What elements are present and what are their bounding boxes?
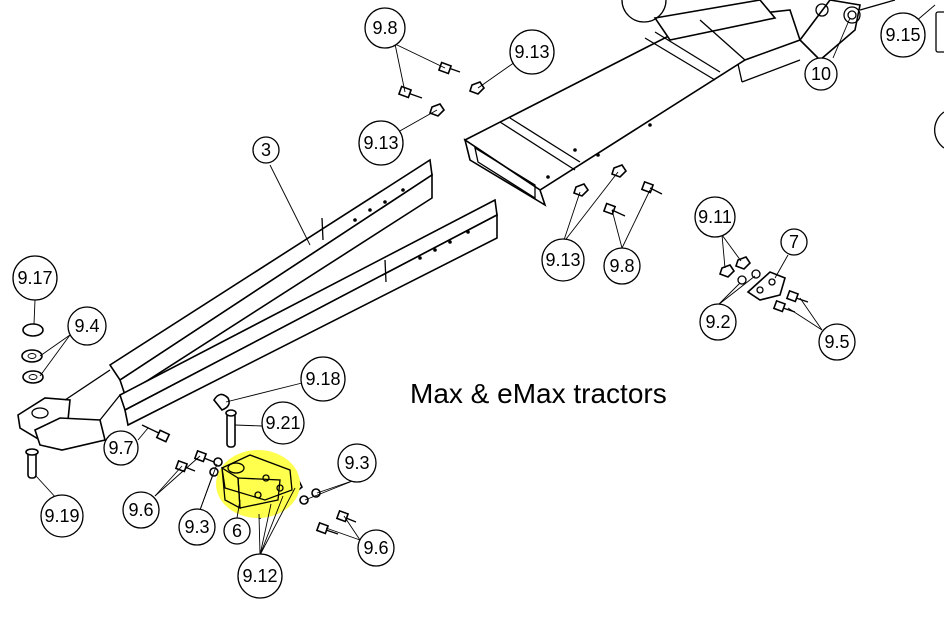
callout-circle [223,517,251,545]
callout-label: 9.5 [824,332,849,352]
callout-label: 9.6 [363,538,388,558]
callout-9-2[interactable]: 9.2 [699,303,737,341]
callout-balloons: 9.8 9.13 9.13 10 9.15 3 9.11 7 9.13 9.8 9.17 9.4 9.2… [12,7,926,599]
callout-circle [357,529,395,567]
callout-label: 9.2 [705,312,730,332]
callout-label: 9.21 [265,413,300,433]
callout-label: 9.19 [44,506,79,526]
callout-label: 9.17 [17,268,52,288]
callout-circle [178,508,216,546]
callout-circle [237,553,283,599]
callout-label: 6 [232,521,242,541]
hardware-left [21,323,44,479]
callout-9-8-low[interactable]: 9.8 [603,247,641,285]
callout-circle [67,306,107,346]
callout-circle [804,57,838,91]
callout-7[interactable]: 7 [780,228,808,256]
drawbar-arm [17,158,498,451]
callout-label: 9.13 [363,133,398,153]
callout-circle [122,491,160,529]
diagram-title: Max & eMax tractors [410,378,667,409]
callout-circle [252,136,280,164]
callout-9-13-mid[interactable]: 9.13 [358,120,404,166]
callout-circle [300,356,346,402]
callout-9-3-right[interactable]: 9.3 [337,443,377,483]
callout-9-8-top[interactable]: 9.8 [364,7,406,49]
callout-9-4[interactable]: 9.4 [67,306,107,346]
callout-label: 9.11 [698,207,732,227]
callout-label: 9.7 [108,438,133,458]
callout-9-19[interactable]: 9.19 [40,494,84,538]
callout-circle [103,430,139,466]
callout-label: 9.8 [372,18,397,38]
callout-9-13-top[interactable]: 9.13 [509,29,555,75]
callout-9-21[interactable]: 9.21 [261,401,305,445]
callout-circle [694,196,736,238]
callout-circle [364,7,406,49]
callout-label: 9.4 [74,316,99,336]
callout-circle [12,255,58,301]
callout-9-15[interactable]: 9.15 [880,12,926,58]
callout-label: 7 [789,232,799,252]
callout-label: 3 [261,140,271,160]
callout-6[interactable]: 6 [223,517,251,545]
highlighted-bracket-part-6[interactable] [216,450,300,518]
edge-partial-callouts [621,0,944,149]
callout-label: 9.12 [242,566,277,586]
callout-9-13-low[interactable]: 9.13 [541,238,585,282]
callout-9-6-right[interactable]: 9.6 [357,529,395,567]
callout-10[interactable]: 10 [804,57,838,91]
callout-circle [337,443,377,483]
callout-9-3-left[interactable]: 9.3 [178,508,216,546]
callout-circle [818,323,856,361]
callout-circle [261,401,305,445]
callout-circle [358,120,404,166]
callout-label: 9.15 [885,25,920,45]
callout-9-18[interactable]: 9.18 [300,356,346,402]
callout-circle [603,247,641,285]
leader-lines [33,4,936,556]
callout-label: 9.8 [609,256,634,276]
callout-circle [699,303,737,341]
callout-9-5[interactable]: 9.5 [818,323,856,361]
callout-label: 9.3 [344,453,369,473]
callout-3[interactable]: 3 [252,136,280,164]
callout-9-17[interactable]: 9.17 [12,255,58,301]
hardware-top [397,61,486,117]
callout-circle [40,494,84,538]
callout-9-6-left[interactable]: 9.6 [122,491,160,529]
callout-circle [780,228,808,256]
callout-label: 9.13 [545,250,580,270]
callout-9-12[interactable]: 9.12 [237,553,283,599]
callout-label: 9.18 [305,369,340,389]
callout-circle [880,12,926,58]
bracket-7-assembly [718,256,809,313]
callout-circle [541,238,585,282]
callout-label: 9.13 [514,42,549,62]
callout-9-11[interactable]: 9.11 [694,196,736,238]
callout-circle [509,29,555,75]
callout-9-7[interactable]: 9.7 [103,430,139,466]
callout-label: 10 [811,64,831,84]
callout-label: 9.3 [184,517,209,537]
callout-label: 9.6 [128,500,153,520]
main-frame-tube [463,0,944,207]
